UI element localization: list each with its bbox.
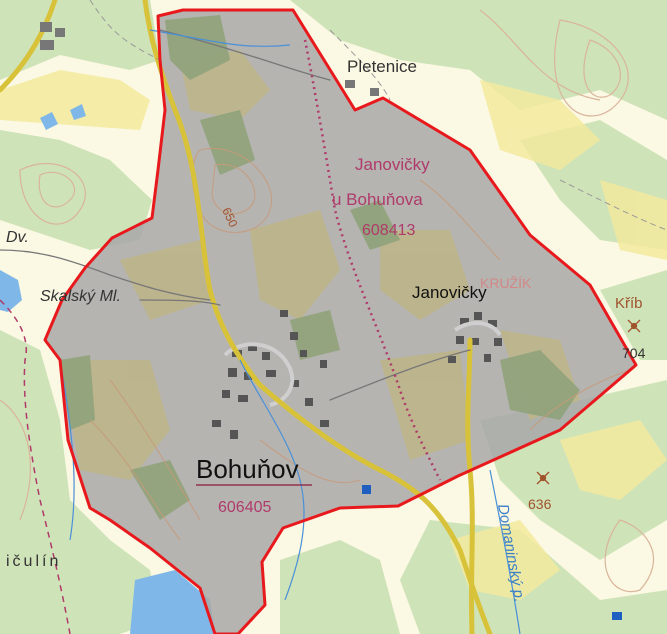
label-janovicky-cadastre-code: 608413	[362, 222, 415, 239]
area-boundary	[43, 8, 638, 634]
label-bohunov: Bohuňov	[196, 454, 299, 484]
label-pletenice: Pletenice	[347, 57, 417, 76]
label-skalsky-ml: Skalský Ml.	[40, 288, 121, 305]
label-bohunov-code: 606405	[218, 499, 271, 516]
field-areas	[0, 70, 667, 600]
peak-marker-704	[627, 319, 641, 333]
label-kruzik: KRUŽÍK	[480, 275, 532, 291]
peak-marker-636	[536, 471, 550, 485]
label-iculin: ičulín	[6, 553, 61, 570]
label-krib: Kříb	[615, 295, 643, 312]
contour-lines	[0, 9, 655, 593]
outside-buildings	[40, 22, 622, 620]
label-dv: Dv.	[6, 229, 29, 246]
label-janovicky-cadastre-name-1: Janovičky	[355, 155, 430, 174]
label-janovicky-village: Janovičky	[412, 283, 487, 302]
label-janovicky-cadastre-name-2: u Bohuňova	[332, 190, 423, 209]
water-bodies	[0, 104, 215, 634]
label-elevation-636: 636	[528, 496, 552, 512]
label-krib-elevation: 704	[622, 345, 646, 361]
